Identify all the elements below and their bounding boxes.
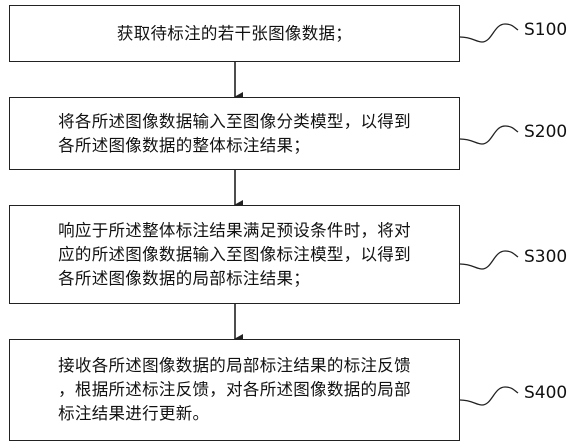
- step-text-s400: 接收各所述图像数据的局部标注结果的标注反馈 ，根据所述标注反馈，对各所述图像数据…: [58, 356, 411, 423]
- leader-s400: [459, 386, 519, 406]
- leader-s100: [459, 23, 519, 43]
- leader-s300: [459, 250, 519, 270]
- step-box-s300: 响应于所述整体标注结果满足预设条件时，将对 应的所述图像数据输入至图像标注模型，…: [9, 205, 460, 304]
- step-box-s200: 将各所述图像数据输入至图像分类模型，以得到 各所述图像数据的整体标注结果；: [9, 97, 460, 170]
- step-label-s100: S100: [524, 20, 568, 40]
- step-text-s200: 将各所述图像数据输入至图像分类模型，以得到 各所述图像数据的整体标注结果；: [58, 111, 411, 155]
- step-label-s300: S300: [524, 247, 568, 267]
- step-box-s100: 获取待标注的若干张图像数据；: [9, 5, 460, 62]
- step-box-s400: 接收各所述图像数据的局部标注结果的标注反馈 ，根据所述标注反馈，对各所述图像数据…: [9, 339, 460, 441]
- step-label-s400: S400: [524, 383, 568, 403]
- leader-s200: [459, 125, 519, 145]
- step-text-s300: 响应于所述整体标注结果满足预设条件时，将对 应的所述图像数据输入至图像标注模型，…: [58, 220, 411, 288]
- step-text-s100: 获取待标注的若干张图像数据；: [116, 23, 353, 43]
- step-label-s200: S200: [524, 122, 568, 142]
